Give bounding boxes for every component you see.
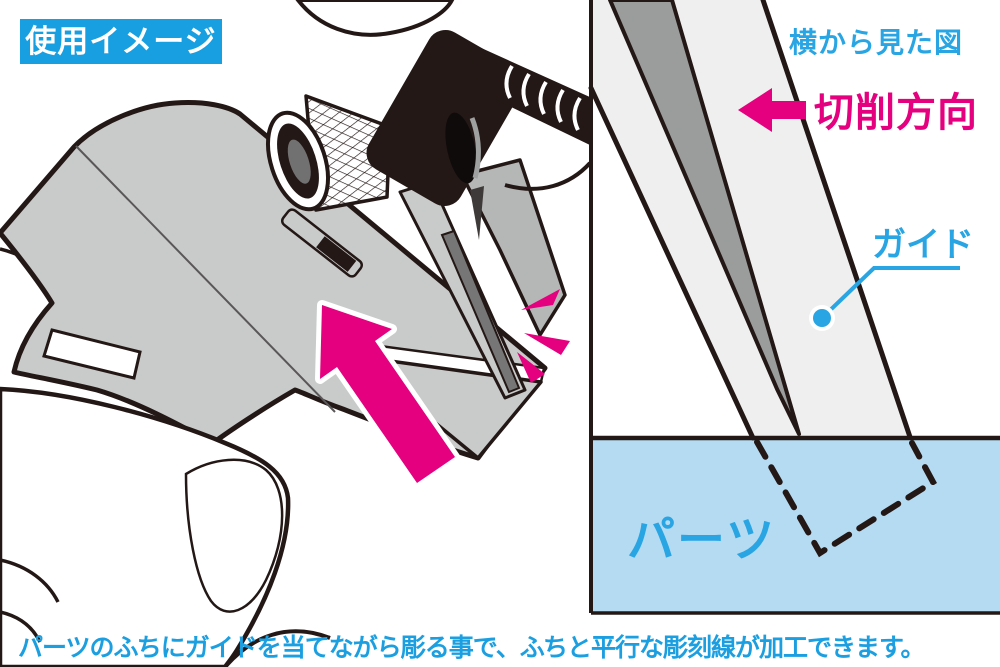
left-illustration: 使用イメージ [0, 0, 592, 667]
guide-label: ガイド [872, 226, 974, 264]
side-tool-right-edge [760, 0, 913, 440]
side-view-diagram: 横から見た図 切削方向 ガイド パーツ [588, 0, 1000, 615]
tool-handle [468, 42, 592, 191]
impact-dashes-icon [517, 289, 570, 383]
thumb-nail [184, 458, 284, 613]
side-tool-left-edge [588, 85, 756, 441]
guide-callout-dot-icon [813, 309, 831, 327]
cutting-direction-label: 切削方向 [814, 91, 978, 135]
part-slot [280, 208, 364, 278]
tool-guide-spike [470, 186, 484, 240]
part-crease-line [75, 145, 336, 413]
usage-badge-box [20, 19, 222, 64]
guide-callout: ガイド [809, 226, 974, 331]
push-arrow-icon [315, 300, 460, 488]
guide-callout-line [820, 266, 960, 320]
cutting-direction-arrow-icon [738, 88, 806, 132]
tool-guide-right-prong [460, 158, 567, 337]
part-label: パーツ [627, 514, 776, 567]
clamp-hole-highlight [469, 117, 481, 179]
thumb [0, 386, 331, 667]
side-tool-blade [608, 0, 801, 436]
side-view-title: 横から見た図 [789, 27, 963, 58]
knurled-knob-face [266, 110, 330, 212]
handle-rear-loop [504, 161, 592, 191]
palm-crease-2 [0, 610, 42, 643]
hand-contour-line [223, 629, 331, 667]
index-finger [295, 0, 455, 37]
part-edge-notch [42, 328, 142, 380]
caption-text: パーツのふちにガイドを当てながら彫る事で、ふちと平行な彫刻線が加工できます。 [18, 633, 925, 662]
usage-badge-label: 使用イメージ [24, 24, 216, 59]
palm-crease-1 [0, 558, 60, 603]
part-cross-section [593, 440, 1000, 612]
tool-blade-front [440, 229, 521, 394]
hidden-cut-dashed-outline [754, 439, 937, 558]
usage-badge: 使用イメージ [20, 19, 222, 64]
